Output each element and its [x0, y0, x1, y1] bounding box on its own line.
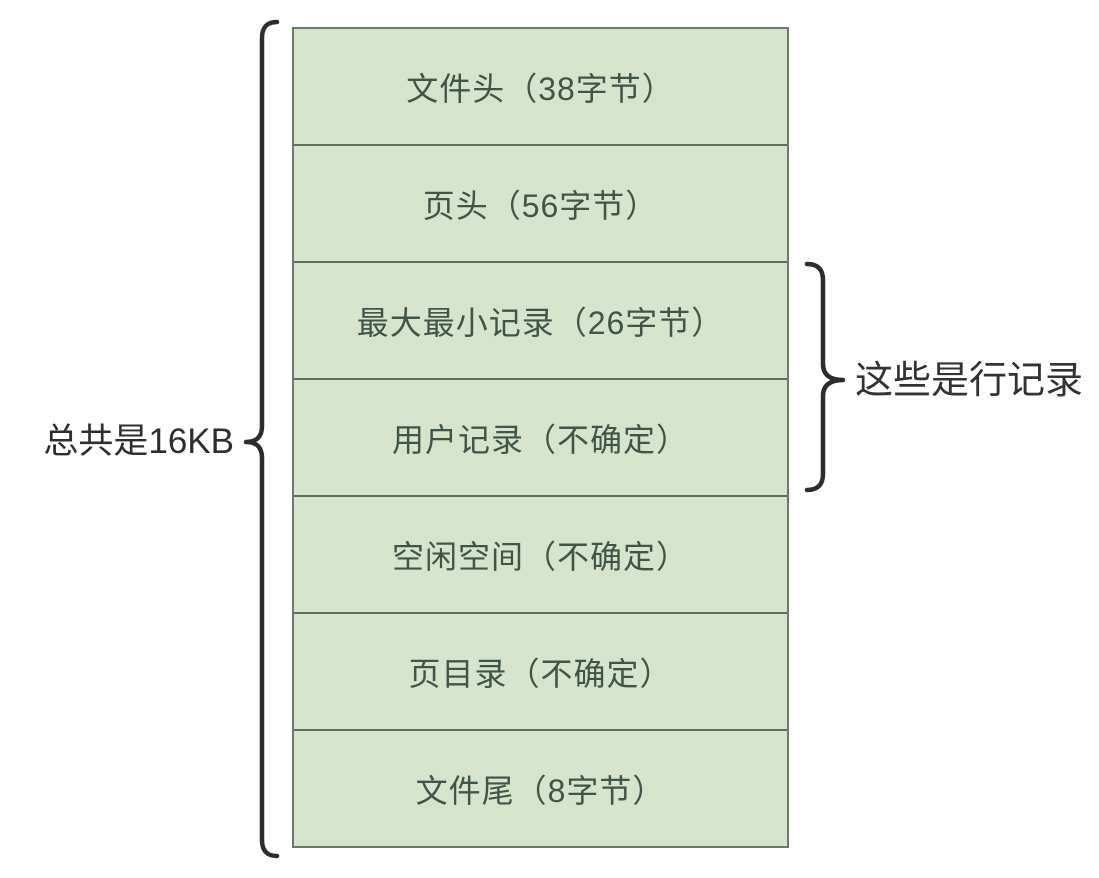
page-block-stack: 文件头（38字节） 页头（56字节） 最大最小记录（26字节） 用户记录（不确定… [292, 27, 789, 848]
right-brace [804, 261, 846, 493]
block-row-user-records: 用户记录（不确定） [294, 380, 787, 497]
block-row-file-trailer: 文件尾（8字节） [415, 772, 666, 809]
block-row-free-space: 空闲空间（不确定） [294, 497, 787, 614]
total-size-label: 总共是16KB [43, 422, 234, 461]
block-row-file-header: 文件头（38字节） [294, 29, 787, 146]
left-brace [243, 19, 280, 859]
block-row-page-header: 页头（56字节） [294, 146, 787, 263]
block-row-page-directory: 页目录（不确定） [294, 614, 787, 731]
row-records-group-label: 这些是行记录 [855, 360, 1084, 402]
block-row-min-max-records: 最大最小记录（26字节） [294, 263, 787, 380]
